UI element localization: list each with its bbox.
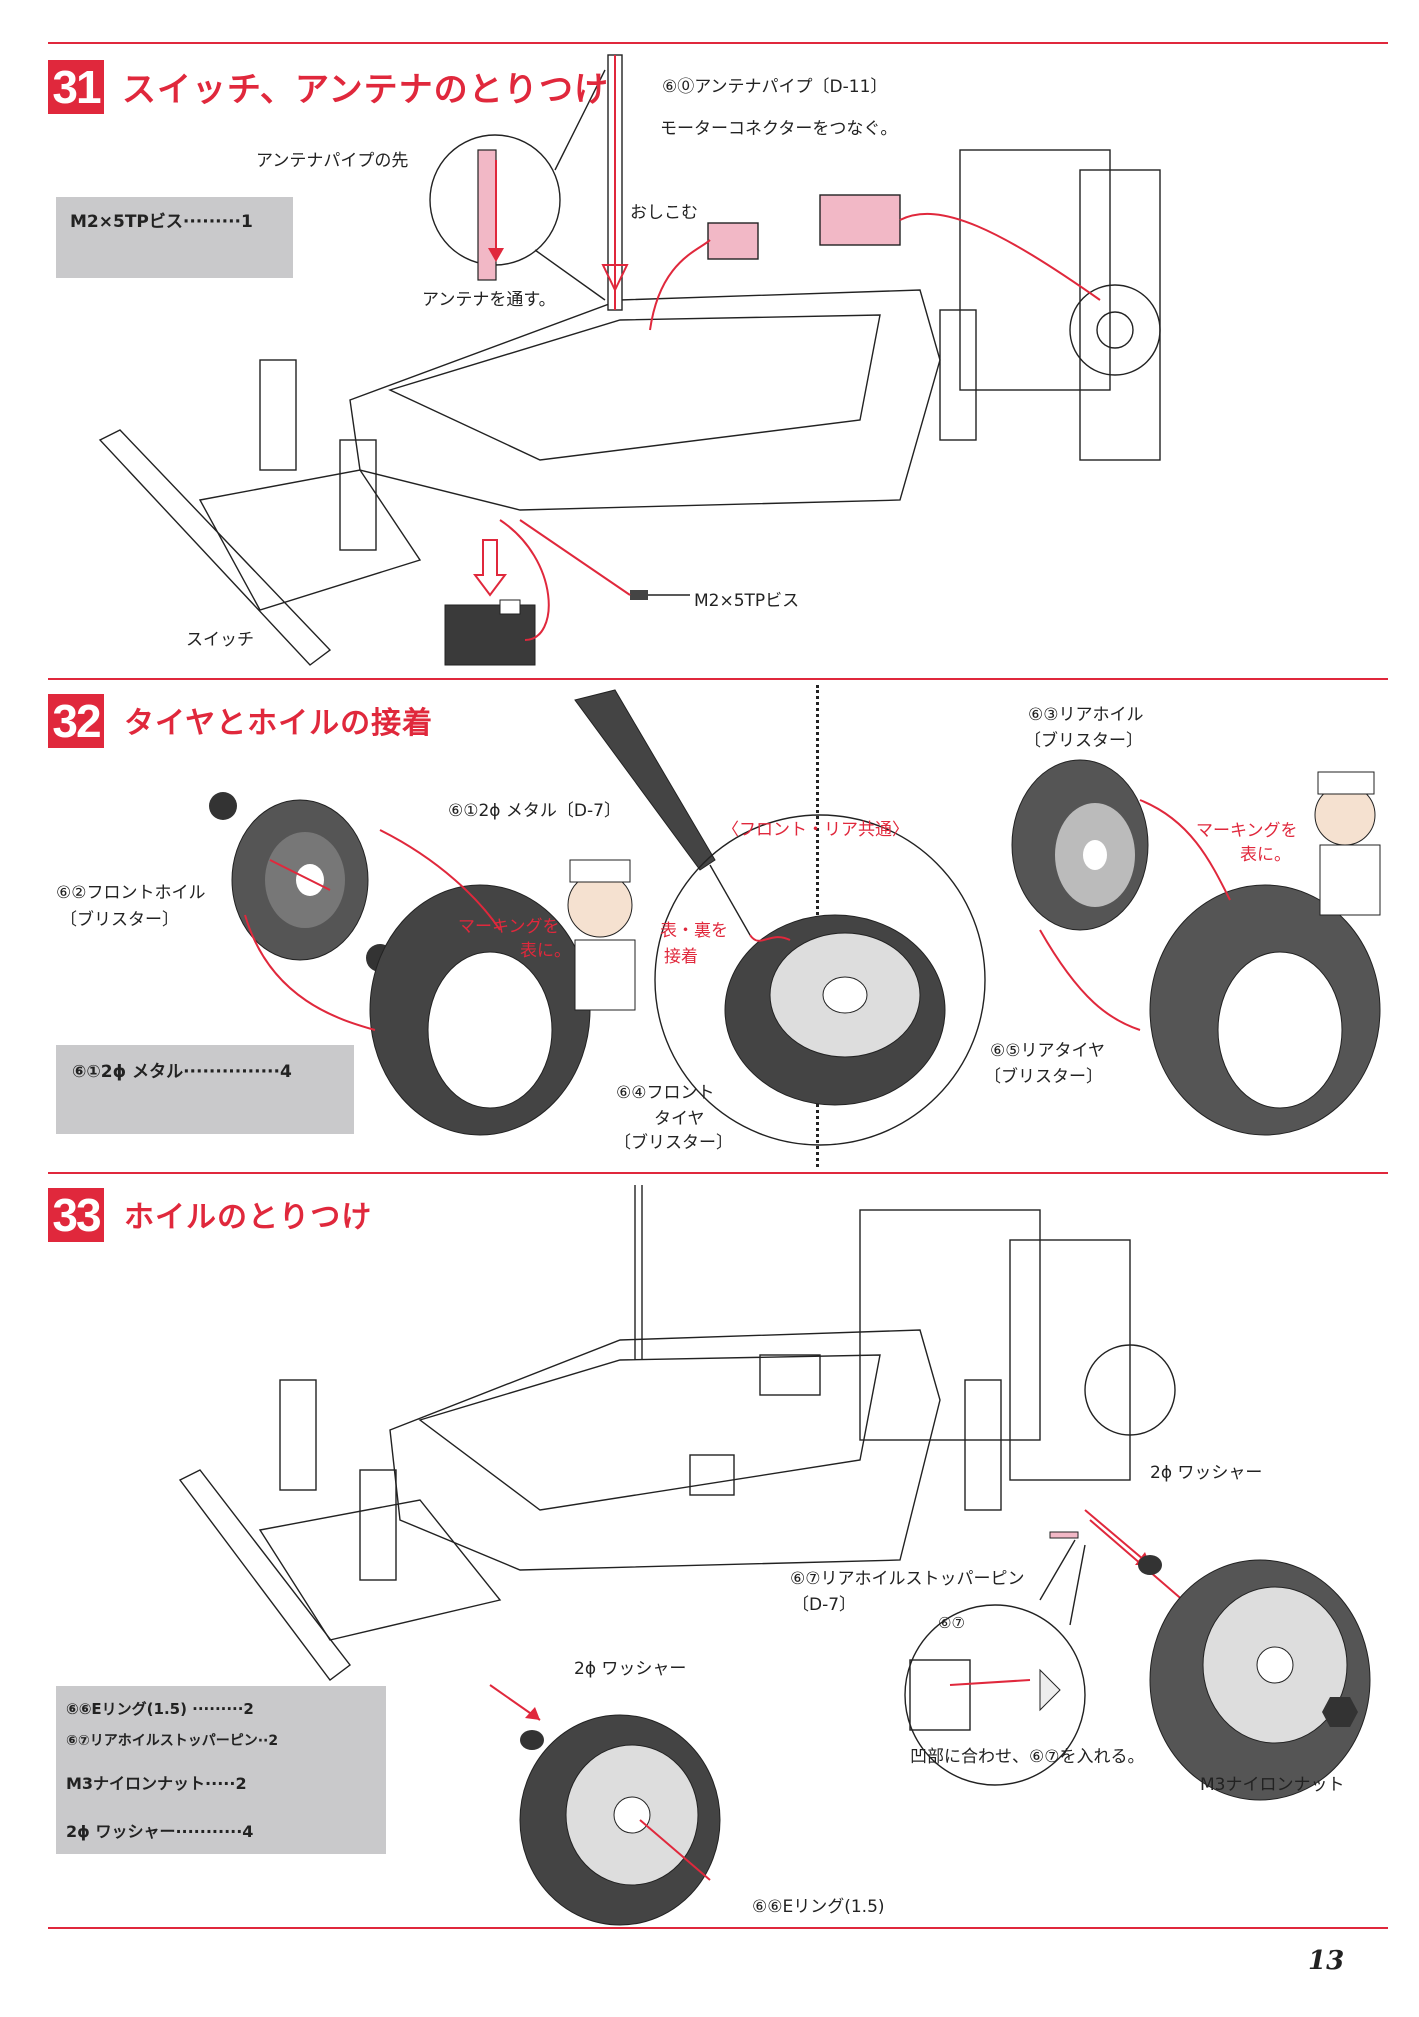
- label-pin-num: ⑥⑦: [938, 1614, 965, 1632]
- label-e-ring: ⑥⑥Eリング(1.5): [752, 1897, 885, 1917]
- parts-box-33-line4: 2ϕ ワッシャー···········4: [66, 1822, 254, 1841]
- parts-box-33-line1: ⑥⑥Eリング(1.5) ·········2: [66, 1700, 254, 1718]
- label-stopper-pin-1: ⑥⑦リアホイルストッパーピン: [790, 1569, 1025, 1589]
- label-front-tire-1: ⑥④フロント: [616, 1083, 715, 1103]
- label-thread-antenna: アンテナを通す。: [422, 290, 556, 310]
- label-washer-front: 2ϕ ワッシャー: [574, 1659, 687, 1679]
- label-rear-wheel-2: 〔ブリスター〕: [1024, 731, 1143, 751]
- step-number-32: 32: [48, 694, 104, 748]
- page-number: 13: [1308, 1946, 1345, 1976]
- bottom-rule: [48, 1927, 1388, 1929]
- label-stopper-pin-2: 〔D-7〕: [792, 1595, 857, 1615]
- parts-box-32: ⑥①2ϕ メタル···············4: [56, 1045, 354, 1134]
- step-title-32: タイヤとホイルの接着: [124, 706, 434, 741]
- label-marking-front-1: マーキングを: [458, 917, 560, 937]
- label-nylon-nut: M3ナイロンナット: [1200, 1775, 1345, 1795]
- label-antenna-pipe: ⑥⓪アンテナパイプ〔D-11〕: [662, 77, 888, 97]
- label-switch: スイッチ: [186, 630, 254, 650]
- label-front-tire-2: タイヤ: [654, 1109, 705, 1129]
- parts-box-32-line1: ⑥①2ϕ メタル···············4: [72, 1062, 292, 1082]
- label-push-in: おしこむ: [630, 203, 698, 223]
- label-marking-rear-2: 表に。: [1240, 845, 1291, 865]
- step-number-31: 31: [48, 60, 104, 114]
- label-front-tire-3: 〔ブリスター〕: [614, 1133, 733, 1153]
- label-front-wheel-2: 〔ブリスター〕: [60, 910, 179, 930]
- label-pipe-tip: アンテナパイプの先: [256, 151, 409, 171]
- label-align-text: 凹部に合わせ、⑥⑦を入れる。: [910, 1747, 1145, 1767]
- tire-illustrations-32: [209, 689, 1381, 1146]
- label-screw: M2×5TPビス: [694, 591, 800, 611]
- label-both-sides-2: 接着: [664, 947, 698, 967]
- step-number-33: 33: [48, 1188, 104, 1242]
- label-common: 〈フロント・リア共通〉: [722, 820, 909, 840]
- rule-step33: [48, 1172, 1388, 1174]
- chassis-illustration-31: [98, 54, 1161, 666]
- label-marking-rear-1: マーキングを: [1196, 821, 1298, 841]
- chassis-illustration-33: [178, 1185, 1371, 1926]
- label-metal: ⑥①2ϕ メタル〔D-7〕: [448, 801, 621, 821]
- parts-box-33-line3: M3ナイロンナット·····2: [66, 1774, 247, 1793]
- label-rear-tire-2: 〔ブリスター〕: [984, 1067, 1103, 1087]
- label-both-sides-1: 表・裏を: [660, 921, 728, 941]
- parts-box-31: M2×5TPビス·········1: [56, 197, 293, 278]
- parts-box-33: ⑥⑥Eリング(1.5) ·········2 ⑥⑦リアホイルストッパーピン··2…: [56, 1686, 386, 1854]
- label-washer-rear: 2ϕ ワッシャー: [1150, 1463, 1263, 1483]
- parts-box-31-line1: M2×5TPビス·········1: [70, 212, 253, 232]
- parts-box-33-line2: ⑥⑦リアホイルストッパーピン··2: [66, 1733, 279, 1749]
- label-marking-front-2: 表に。: [520, 941, 571, 961]
- step-title-31: スイッチ、アンテナのとりつけ: [122, 70, 609, 110]
- label-motor-connector: モーターコネクターをつなぐ。: [660, 119, 898, 139]
- rule-step32: [48, 678, 1388, 680]
- label-rear-tire-1: ⑥⑤リアタイヤ: [990, 1041, 1105, 1061]
- label-front-wheel-1: ⑥②フロントホイル: [56, 883, 206, 903]
- top-rule: [48, 42, 1388, 44]
- step-title-33: ホイルのとりつけ: [124, 1200, 373, 1235]
- label-rear-wheel-1: ⑥③リアホイル: [1028, 705, 1144, 725]
